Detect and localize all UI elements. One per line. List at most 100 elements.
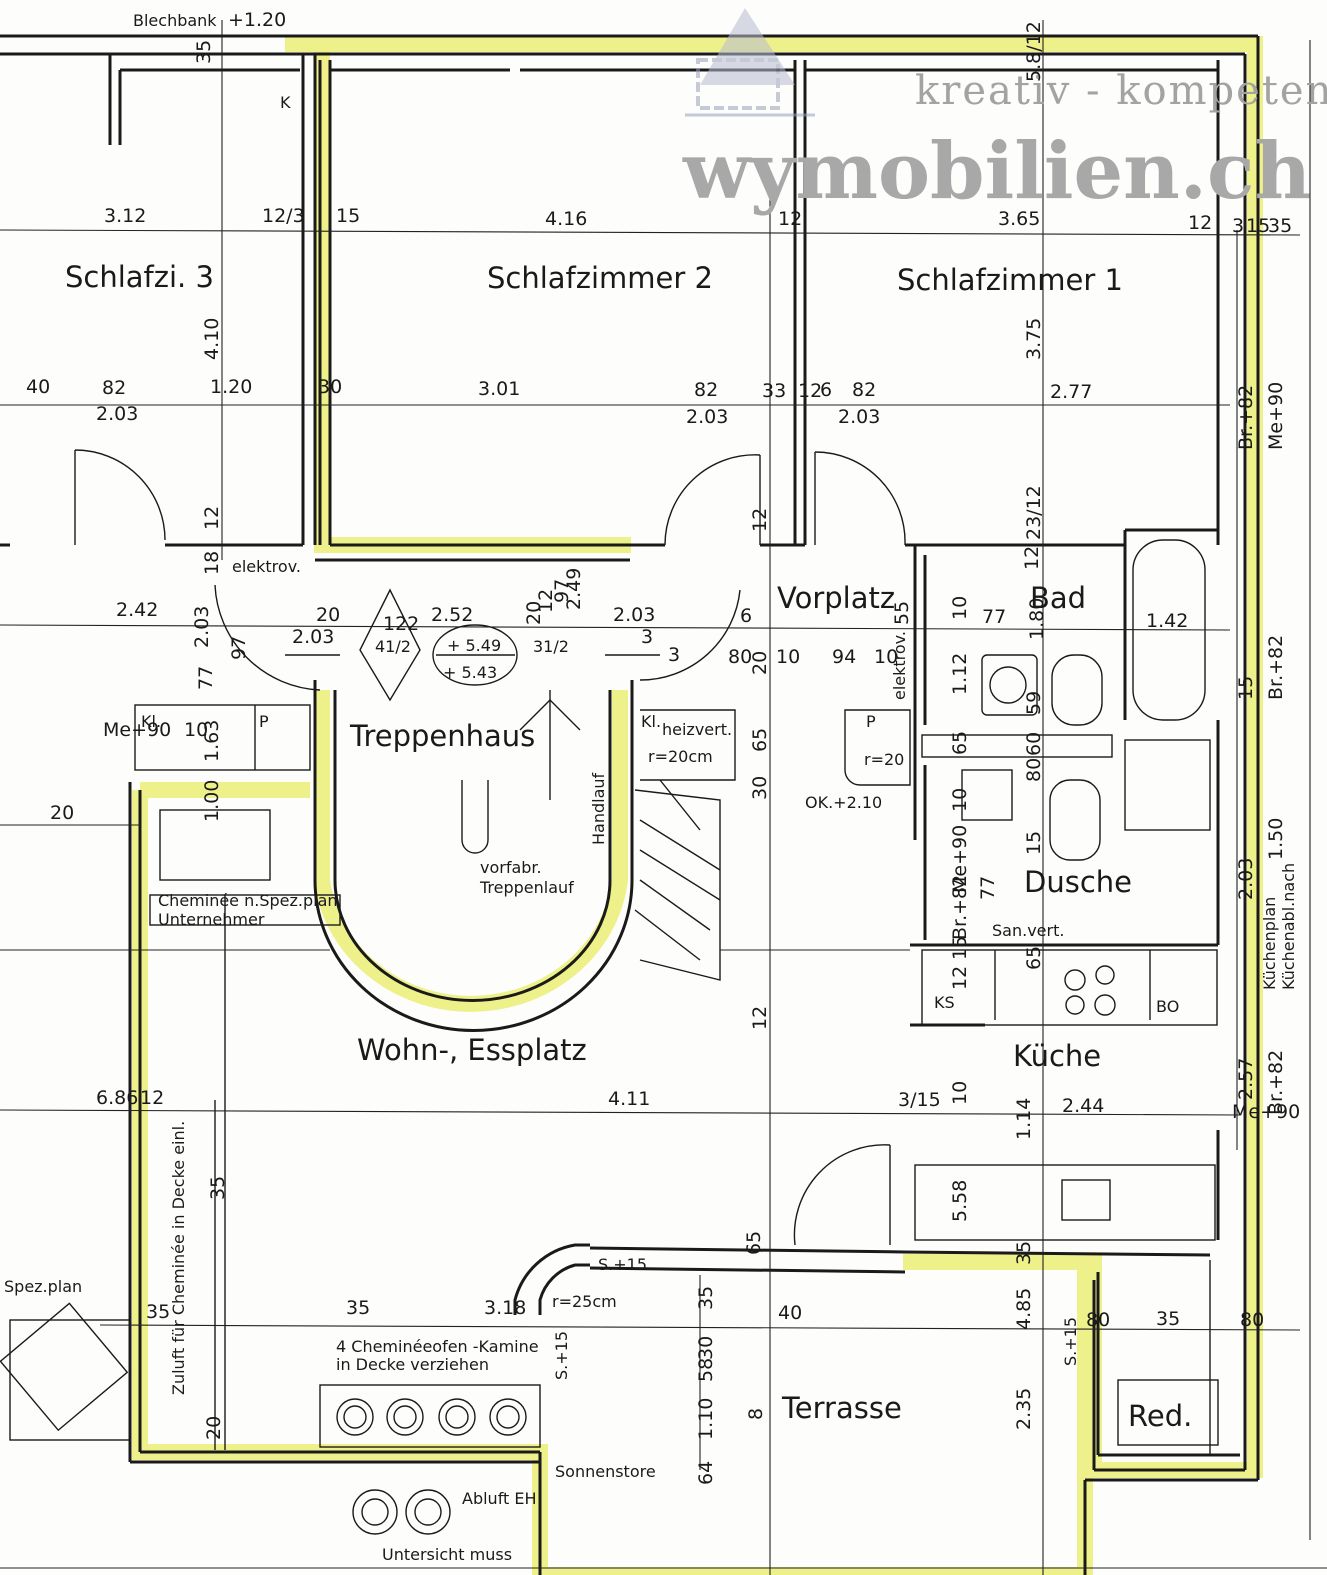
room-reduit: Red. [1128,1399,1192,1433]
dimension-label: 3.75 [1023,318,1045,360]
dimension-label: 10 [874,646,898,668]
dimension-label: 15 [336,205,360,227]
dimension-label: 65 [749,728,771,752]
dimension-label: 15 [1246,215,1270,237]
dimension-label: 12 [749,1006,771,1030]
dimension-label: 80 [728,646,752,668]
note-kamine-1: 4 Cheminéeofen -Kamine [336,1337,539,1356]
dimension-label: 12 [749,508,771,532]
dimension-label: 20 [523,601,545,625]
dimension-label: 12 [1188,212,1212,234]
dimension-label: 77 [977,876,999,900]
dimension-label: 2.57 [1235,1058,1257,1100]
room-bad: Bad [1030,581,1086,615]
doors [74,449,906,1246]
dimension-label: 3/15 [898,1089,941,1111]
note-kamine-2: in Decke verziehen [336,1355,489,1374]
dimension-label: 64 [695,1461,717,1485]
room-terrasse: Terrasse [781,1391,902,1425]
dimension-label: 2.03 [191,606,213,648]
dimension-label: 33 [762,380,786,402]
dimension-label: Me+90 [949,825,971,893]
dimension-label: 82 [102,377,126,399]
dimension-label: 65 [1023,946,1045,970]
note-zuluft: Zuluft für Cheminée in Decke einl. [169,1121,188,1395]
note-stair-a: 41/2 [375,637,411,656]
dimension-label: 20 [50,802,74,824]
dimension-label: 30 [318,376,342,398]
watermark-tagline: kreativ - kompetent [915,68,1327,114]
dimension-label: 1.10 [695,1398,717,1440]
dimension-label: 2.03 [292,626,334,648]
dimension-label: 80 [1023,758,1045,782]
dimension-label: Me+90 [103,719,171,741]
dimension-label: 3.65 [998,208,1040,230]
note-sonnenstore: Sonnenstore [555,1462,656,1481]
note-p-2: P [866,712,876,731]
dimension-label: 12 [535,589,557,613]
dimension-label: 12 [1021,546,1043,570]
note-level-2: + 5.43 [443,663,497,682]
dimension-label: 2.03 [1235,858,1257,900]
dimension-label: 97 [228,636,250,660]
dimension-label: 35 [1013,1241,1035,1265]
dimension-lines [0,20,1327,1575]
dimension-label: 3 [668,644,680,666]
house-grid-logo-icon [685,8,815,117]
dimension-label: +1.20 [228,9,286,31]
dimension-label: 35 [1268,215,1292,237]
dimension-label: 6 [740,605,752,627]
dimension-label: 1.00 [201,780,223,822]
note-abluft: Abluft EH [462,1489,537,1508]
dimension-label: 59 [1023,691,1045,715]
dimension-label: 8 [745,1408,767,1420]
dimension-label: 2.44 [1062,1095,1104,1117]
dimension-label: 2.52 [431,604,473,626]
note-s15-b: S.+15 [552,1331,571,1380]
dimension-label: 40 [26,376,50,398]
note-spezplan: Spez.plan [4,1277,82,1296]
dimension-label: Me+90 [1232,1101,1300,1123]
dimension-label: 1.12 [949,653,971,695]
dimension-label: 1.50 [1265,818,1287,860]
wet-rooms [134,539,1220,1241]
note-r20: r=20 [864,750,904,769]
note-k: K [280,93,291,112]
note-s15-a: S.+15 [598,1255,647,1274]
dimension-label: 4.85 [1013,1288,1035,1330]
dimension-label: 12 [778,208,802,230]
note-ok: OK.+2.10 [805,793,882,812]
room-wohn-essplatz: Wohn-, Essplatz [357,1033,587,1067]
dimension-label: 3 [1232,215,1244,237]
room-dusche: Dusche [1024,865,1132,899]
dimension-label: 2.35 [1013,1388,1035,1430]
dimension-label: 5.58 [949,1180,971,1222]
dimension-label: Br.+82 [1265,635,1287,700]
room-vorplatz: Vorplatz [777,581,895,615]
room-kueche: Küche [1013,1039,1101,1073]
dimension-label: 20 [749,651,771,675]
dimension-label: 122 [383,613,419,635]
dimension-label: 4.11 [608,1088,650,1110]
dimension-label: 80 [1240,1309,1264,1331]
dimension-label: 35 [193,40,215,64]
note-untersicht: Untersicht muss [382,1545,512,1564]
note-cheminee-2: Unternehmer [158,910,265,929]
dimension-label: 12/3 [262,205,305,227]
dimension-label: 23/12 [1023,485,1045,540]
dimension-label: 10 [184,719,208,741]
dimension-label: 2.03 [686,406,728,428]
room-schlafzimmer-1: Schlafzimmer 1 [897,263,1123,297]
note-elektrov-2: elektrov. [890,631,909,700]
watermark-name: wymobilien.ch [682,126,1311,217]
dimension-label: 1.14 [1013,1098,1035,1140]
dimension-label: 10 [949,1081,971,1105]
dimension-label: 35 [207,1176,229,1200]
note-elektrov: elektrov. [232,557,301,576]
dimension-label: 15 [949,936,971,960]
dimension-label: 3.12 [104,205,146,227]
note-level-1: + 5.49 [447,636,501,655]
dimension-label: 10 [949,596,971,620]
dimension-label: 6.86 [96,1087,138,1109]
